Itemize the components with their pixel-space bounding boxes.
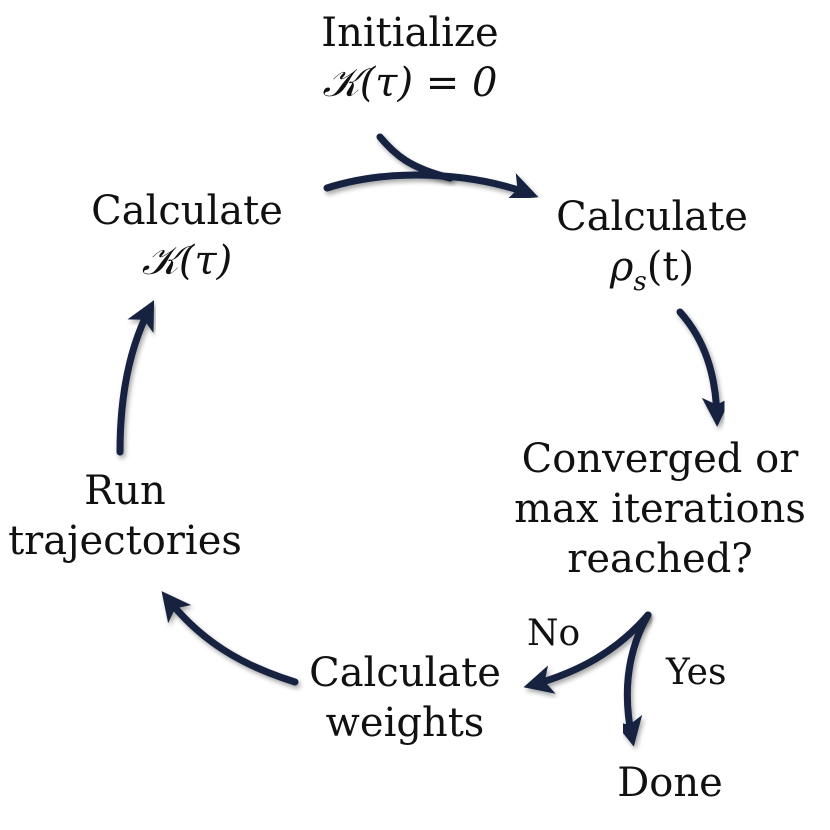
node-done: Done — [617, 758, 723, 808]
initialize-label: Initialize — [321, 10, 499, 56]
node-converged-check: Converged or max iterations reached? — [514, 434, 806, 584]
node-calculate-weights: Calculate weights — [309, 648, 501, 748]
edge-label-no: No — [527, 613, 581, 654]
node-calculate-k: Calculate 𝒦(τ) — [91, 186, 283, 286]
rho-args: (t) — [646, 244, 695, 290]
converged-line-1: Converged or — [521, 436, 799, 482]
run-trajectories-line-2: trajectories — [8, 518, 242, 564]
initialize-formula: 𝒦(τ) = 0 — [322, 60, 498, 106]
arrow-converged-to-done — [613, 611, 652, 747]
calculate-rho-formula: ρs(t) — [556, 242, 748, 297]
converged-line-3: reached? — [567, 536, 753, 582]
calculate-k-label: Calculate — [91, 188, 283, 234]
node-initialize: Initialize 𝒦(τ) = 0 — [321, 8, 498, 108]
node-run-trajectories: Run trajectories — [8, 466, 242, 566]
calculate-weights-line-2: weights — [325, 700, 485, 746]
arrow-run-to-k — [116, 300, 155, 456]
rho-symbol: ρ — [609, 244, 634, 290]
arrow-converged-to-weights — [523, 611, 652, 694]
converged-line-2: max iterations — [514, 486, 806, 532]
arrow-k-to-rho — [323, 171, 539, 201]
rho-subscript: s — [633, 267, 647, 297]
calculate-weights-line-1: Calculate — [309, 650, 501, 696]
node-calculate-rho: Calculate ρs(t) — [556, 192, 748, 297]
done-label: Done — [617, 760, 723, 806]
arrow-rho-to-converged — [676, 308, 732, 427]
arrow-weights-to-run — [161, 591, 299, 686]
calculate-k-formula: 𝒦(τ) — [141, 238, 233, 284]
run-trajectories-line-1: Run — [84, 468, 166, 514]
calculate-rho-label: Calculate — [556, 194, 748, 240]
edge-label-yes: Yes — [666, 652, 727, 693]
